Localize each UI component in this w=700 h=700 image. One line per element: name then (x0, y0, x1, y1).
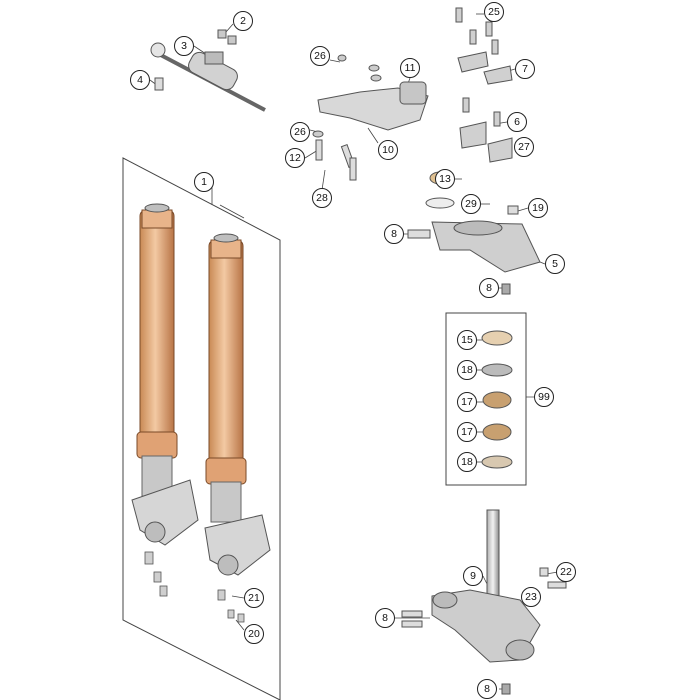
callout-8-upper-clamp[interactable]: 8 (384, 224, 404, 244)
bearing-kit (481, 330, 513, 469)
callout-21[interactable]: 21 (244, 588, 264, 608)
damper-bracket (312, 54, 429, 181)
callout-9[interactable]: 9 (463, 566, 483, 586)
callout-17-lower[interactable]: 17 (457, 422, 477, 442)
callout-26-lower[interactable]: 26 (290, 122, 310, 142)
callout-27[interactable]: 27 (514, 137, 534, 157)
handlebar-clamps (455, 7, 513, 163)
callout-8-upper-bolt[interactable]: 8 (479, 278, 499, 298)
callout-8-lower-bolt[interactable]: 8 (477, 679, 497, 699)
callout-20[interactable]: 20 (244, 624, 264, 644)
lower-triple-clamp (401, 509, 567, 695)
bearing-kit-frame (445, 312, 527, 486)
steering-damper (150, 29, 266, 112)
callout-7[interactable]: 7 (515, 59, 535, 79)
callout-10[interactable]: 10 (378, 140, 398, 160)
callout-18-upper[interactable]: 18 (457, 360, 477, 380)
callout-22[interactable]: 22 (556, 562, 576, 582)
callout-29[interactable]: 29 (461, 194, 481, 214)
callout-13[interactable]: 13 (435, 169, 455, 189)
callout-1[interactable]: 1 (194, 172, 214, 192)
callout-6[interactable]: 6 (507, 112, 527, 132)
callout-23[interactable]: 23 (521, 587, 541, 607)
callout-2[interactable]: 2 (233, 11, 253, 31)
callout-15[interactable]: 15 (457, 330, 477, 350)
callout-26-upper[interactable]: 26 (310, 46, 330, 66)
callout-25[interactable]: 25 (484, 2, 504, 22)
upper-triple-clamp (407, 171, 541, 295)
fork-group-frame (122, 157, 281, 700)
callout-8-lower-clamp[interactable]: 8 (375, 608, 395, 628)
callout-11[interactable]: 11 (400, 58, 420, 78)
fork-leg-left (131, 203, 199, 546)
callout-28[interactable]: 28 (312, 188, 332, 208)
callout-19[interactable]: 19 (528, 198, 548, 218)
callout-18-lower[interactable]: 18 (457, 452, 477, 472)
callout-5[interactable]: 5 (545, 254, 565, 274)
fork-bolts (144, 551, 245, 623)
callout-12[interactable]: 12 (285, 148, 305, 168)
fork-leg-right (204, 233, 271, 576)
callout-99[interactable]: 99 (534, 387, 554, 407)
callout-3[interactable]: 3 (174, 36, 194, 56)
callout-17-upper[interactable]: 17 (457, 392, 477, 412)
callout-4[interactable]: 4 (130, 70, 150, 90)
